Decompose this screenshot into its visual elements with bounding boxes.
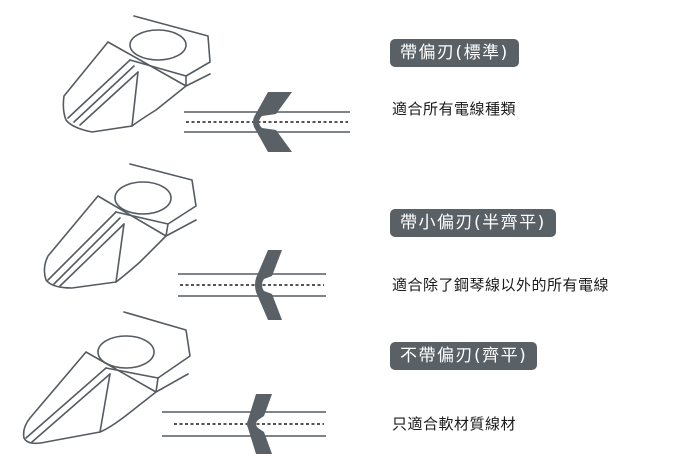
cutter-type-label-standard: 帶偏刃(標準) [390, 39, 519, 67]
wire-section-flush [162, 411, 326, 437]
cutter-type-description-semi-flush: 適合除了鋼琴線以外的所有電線 [392, 276, 610, 294]
blade-standard [253, 92, 292, 152]
cutter-head-flush [22, 311, 191, 445]
blade-flush [247, 394, 272, 454]
cutter-type-description-flush: 只適合軟材質線材 [392, 415, 517, 433]
cutter-head-standard [62, 15, 211, 133]
cutter-head-semi-flush [43, 163, 197, 289]
wire-section-semi-flush [178, 273, 326, 297]
cutter-type-label-flush: 不帶偏刃(齊平) [390, 342, 538, 370]
cutter-type-label-semi-flush: 帶小偏刃(半齊平) [390, 209, 556, 237]
cutter-type-description-standard: 適合所有電線種類 [392, 100, 517, 118]
blade-semi-flush [255, 250, 282, 320]
